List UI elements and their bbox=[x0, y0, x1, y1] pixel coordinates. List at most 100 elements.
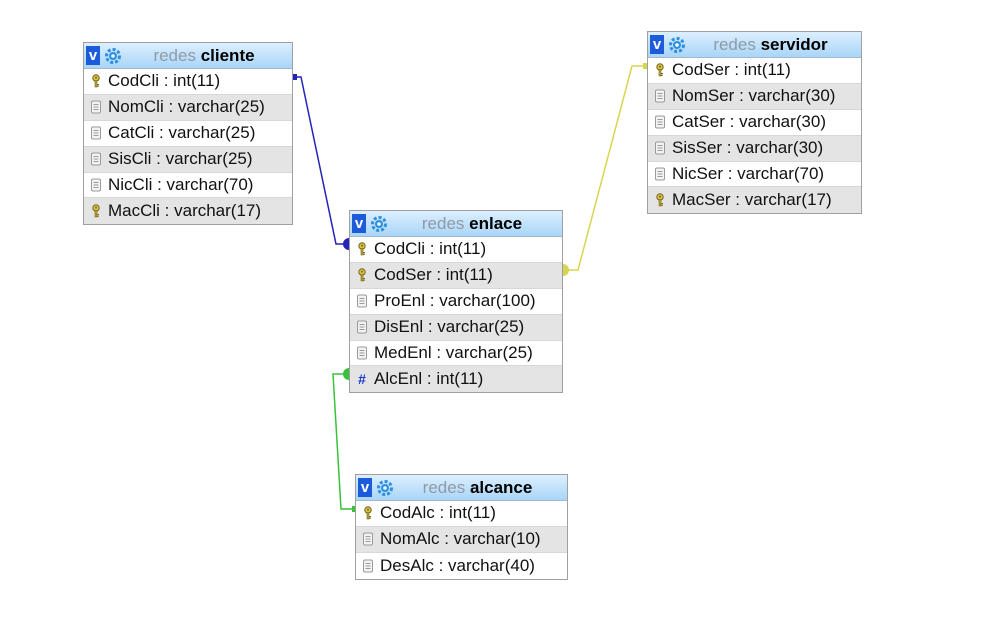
column-row[interactable]: NicCli : varchar(70) bbox=[84, 173, 292, 199]
column-label: SisCli : varchar(25) bbox=[108, 149, 253, 169]
table-header[interactable]: v redes alcance bbox=[356, 475, 567, 501]
database-name: redes bbox=[422, 477, 466, 497]
column-icon bbox=[655, 167, 665, 181]
column-row[interactable]: # AlcEnl : int(11) bbox=[350, 366, 562, 393]
link-cliente-enlace-end-dot bbox=[343, 238, 349, 250]
column-row[interactable]: MacSer : varchar(17) bbox=[648, 187, 861, 214]
key-icon bbox=[91, 74, 101, 88]
table-name: cliente bbox=[200, 45, 255, 65]
table-alcance[interactable]: v redes alcance CodAlc : int(11) NomAlc :… bbox=[355, 474, 568, 580]
link-servidor-enlace bbox=[563, 63, 648, 276]
table-header[interactable]: v redes cliente bbox=[84, 43, 292, 69]
v-toggle-icon[interactable]: v bbox=[86, 46, 100, 65]
column-icon bbox=[91, 152, 101, 166]
gear-icon[interactable] bbox=[370, 215, 388, 233]
table-name: servidor bbox=[760, 34, 828, 54]
column-label: AlcEnl : int(11) bbox=[374, 369, 484, 389]
column-row[interactable]: NomAlc : varchar(10) bbox=[356, 526, 567, 553]
link-alcance-enlace-line bbox=[332, 373, 356, 510]
link-cliente-enlace bbox=[292, 74, 349, 250]
link-servidor-enlace-end-dot bbox=[563, 264, 569, 276]
column-icon bbox=[655, 115, 665, 129]
v-toggle-icon[interactable]: v bbox=[650, 35, 664, 54]
column-label: CatSer : varchar(30) bbox=[672, 112, 826, 132]
table-title: redes cliente bbox=[122, 46, 292, 66]
column-row[interactable]: MacCli : varchar(17) bbox=[84, 198, 292, 225]
column-label: SisSer : varchar(30) bbox=[672, 138, 824, 158]
column-row[interactable]: CatCli : varchar(25) bbox=[84, 121, 292, 147]
column-label: MacCli : varchar(17) bbox=[108, 201, 262, 221]
link-alcance-enlace bbox=[332, 368, 357, 512]
column-row[interactable]: CatSer : varchar(30) bbox=[648, 110, 861, 136]
column-icon bbox=[655, 89, 665, 103]
table-servidor[interactable]: v redes servidor CodSer : int(11) NomSer … bbox=[647, 31, 862, 215]
table-enlace[interactable]: v redes enlace CodCli : int(11) CodSer : … bbox=[349, 210, 563, 394]
column-icon bbox=[91, 126, 101, 140]
column-icon bbox=[91, 178, 101, 192]
column-list: CodAlc : int(11) NomAlc : varchar(10)DesA… bbox=[356, 501, 567, 579]
column-icon bbox=[363, 532, 373, 546]
gear-icon[interactable] bbox=[668, 36, 686, 54]
column-label: ProEnl : varchar(100) bbox=[374, 291, 536, 311]
link-alcance-enlace-end-dot bbox=[343, 368, 349, 380]
table-header[interactable]: v redes servidor bbox=[648, 32, 861, 58]
column-row[interactable]: CodCli : int(11) bbox=[350, 237, 562, 263]
key-icon bbox=[655, 193, 665, 207]
column-icon bbox=[357, 320, 367, 334]
column-label: CodAlc : int(11) bbox=[380, 503, 496, 523]
column-row[interactable]: SisCli : varchar(25) bbox=[84, 146, 292, 173]
column-label: NomSer : varchar(30) bbox=[672, 86, 836, 106]
column-row[interactable]: CodSer : int(11) bbox=[648, 58, 861, 84]
column-icon bbox=[91, 100, 101, 114]
column-row[interactable]: DesAlc : varchar(40) bbox=[356, 553, 567, 579]
link-alcance-enlace-end-square bbox=[352, 506, 357, 512]
column-row[interactable]: CodAlc : int(11) bbox=[356, 501, 567, 527]
column-row[interactable]: CodCli : int(11) bbox=[84, 69, 292, 95]
link-cliente-enlace-end-square bbox=[292, 74, 297, 80]
database-name: redes bbox=[713, 34, 756, 54]
database-name: redes bbox=[153, 45, 196, 65]
column-label: DesAlc : varchar(40) bbox=[380, 555, 535, 575]
column-label: NicSer : varchar(70) bbox=[672, 164, 825, 183]
column-row[interactable]: NicSer : varchar(70) bbox=[648, 162, 861, 188]
column-label: CatCli : varchar(25) bbox=[108, 123, 256, 143]
table-header[interactable]: v redes enlace bbox=[350, 211, 562, 237]
column-label: MacSer : varchar(17) bbox=[672, 190, 832, 210]
column-row[interactable]: MedEnl : varchar(25) bbox=[350, 341, 562, 367]
hash-icon: # bbox=[358, 371, 366, 388]
column-label: NicCli : varchar(70) bbox=[108, 175, 254, 194]
column-label: CodSer : int(11) bbox=[374, 265, 493, 285]
column-list: CodCli : int(11) CodSer : int(11) ProEnl :… bbox=[350, 237, 562, 393]
column-list: CodCli : int(11)NomCli : varchar(25) CatC… bbox=[84, 69, 292, 225]
column-icon bbox=[655, 141, 665, 155]
table-title: redes enlace bbox=[388, 214, 562, 234]
column-list: CodSer : int(11) NomSer : varchar(30) CatS… bbox=[648, 58, 861, 214]
table-name: alcance bbox=[469, 477, 533, 497]
column-label: CodSer : int(11) bbox=[672, 60, 791, 80]
column-row[interactable]: CodSer : int(11) bbox=[350, 262, 562, 289]
table-name: enlace bbox=[469, 213, 523, 233]
key-icon bbox=[91, 204, 101, 218]
link-servidor-enlace-line bbox=[563, 65, 647, 271]
column-row[interactable]: SisSer : varchar(30) bbox=[648, 135, 861, 162]
key-icon bbox=[655, 63, 665, 77]
v-toggle-icon[interactable]: v bbox=[358, 478, 372, 497]
column-icon bbox=[357, 346, 367, 360]
gear-icon[interactable] bbox=[104, 47, 122, 65]
column-label: NomCli : varchar(25) bbox=[108, 97, 265, 117]
key-icon bbox=[363, 506, 373, 520]
key-icon bbox=[357, 268, 367, 282]
table-cliente[interactable]: v redes cliente CodCli : int(11)NomCli :… bbox=[83, 42, 293, 226]
gear-icon[interactable] bbox=[376, 479, 394, 497]
column-row[interactable]: DisEnl : varchar(25) bbox=[350, 314, 562, 341]
column-icon bbox=[363, 559, 373, 573]
v-toggle-icon[interactable]: v bbox=[352, 214, 366, 233]
column-label: CodCli : int(11) bbox=[374, 239, 487, 259]
database-name: redes bbox=[421, 213, 465, 233]
key-icon bbox=[357, 242, 367, 256]
column-row[interactable]: ProEnl : varchar(100) bbox=[350, 289, 562, 315]
column-row[interactable]: NomSer : varchar(30) bbox=[648, 83, 861, 110]
table-title: redes servidor bbox=[686, 35, 861, 55]
column-row[interactable]: NomCli : varchar(25) bbox=[84, 94, 292, 121]
